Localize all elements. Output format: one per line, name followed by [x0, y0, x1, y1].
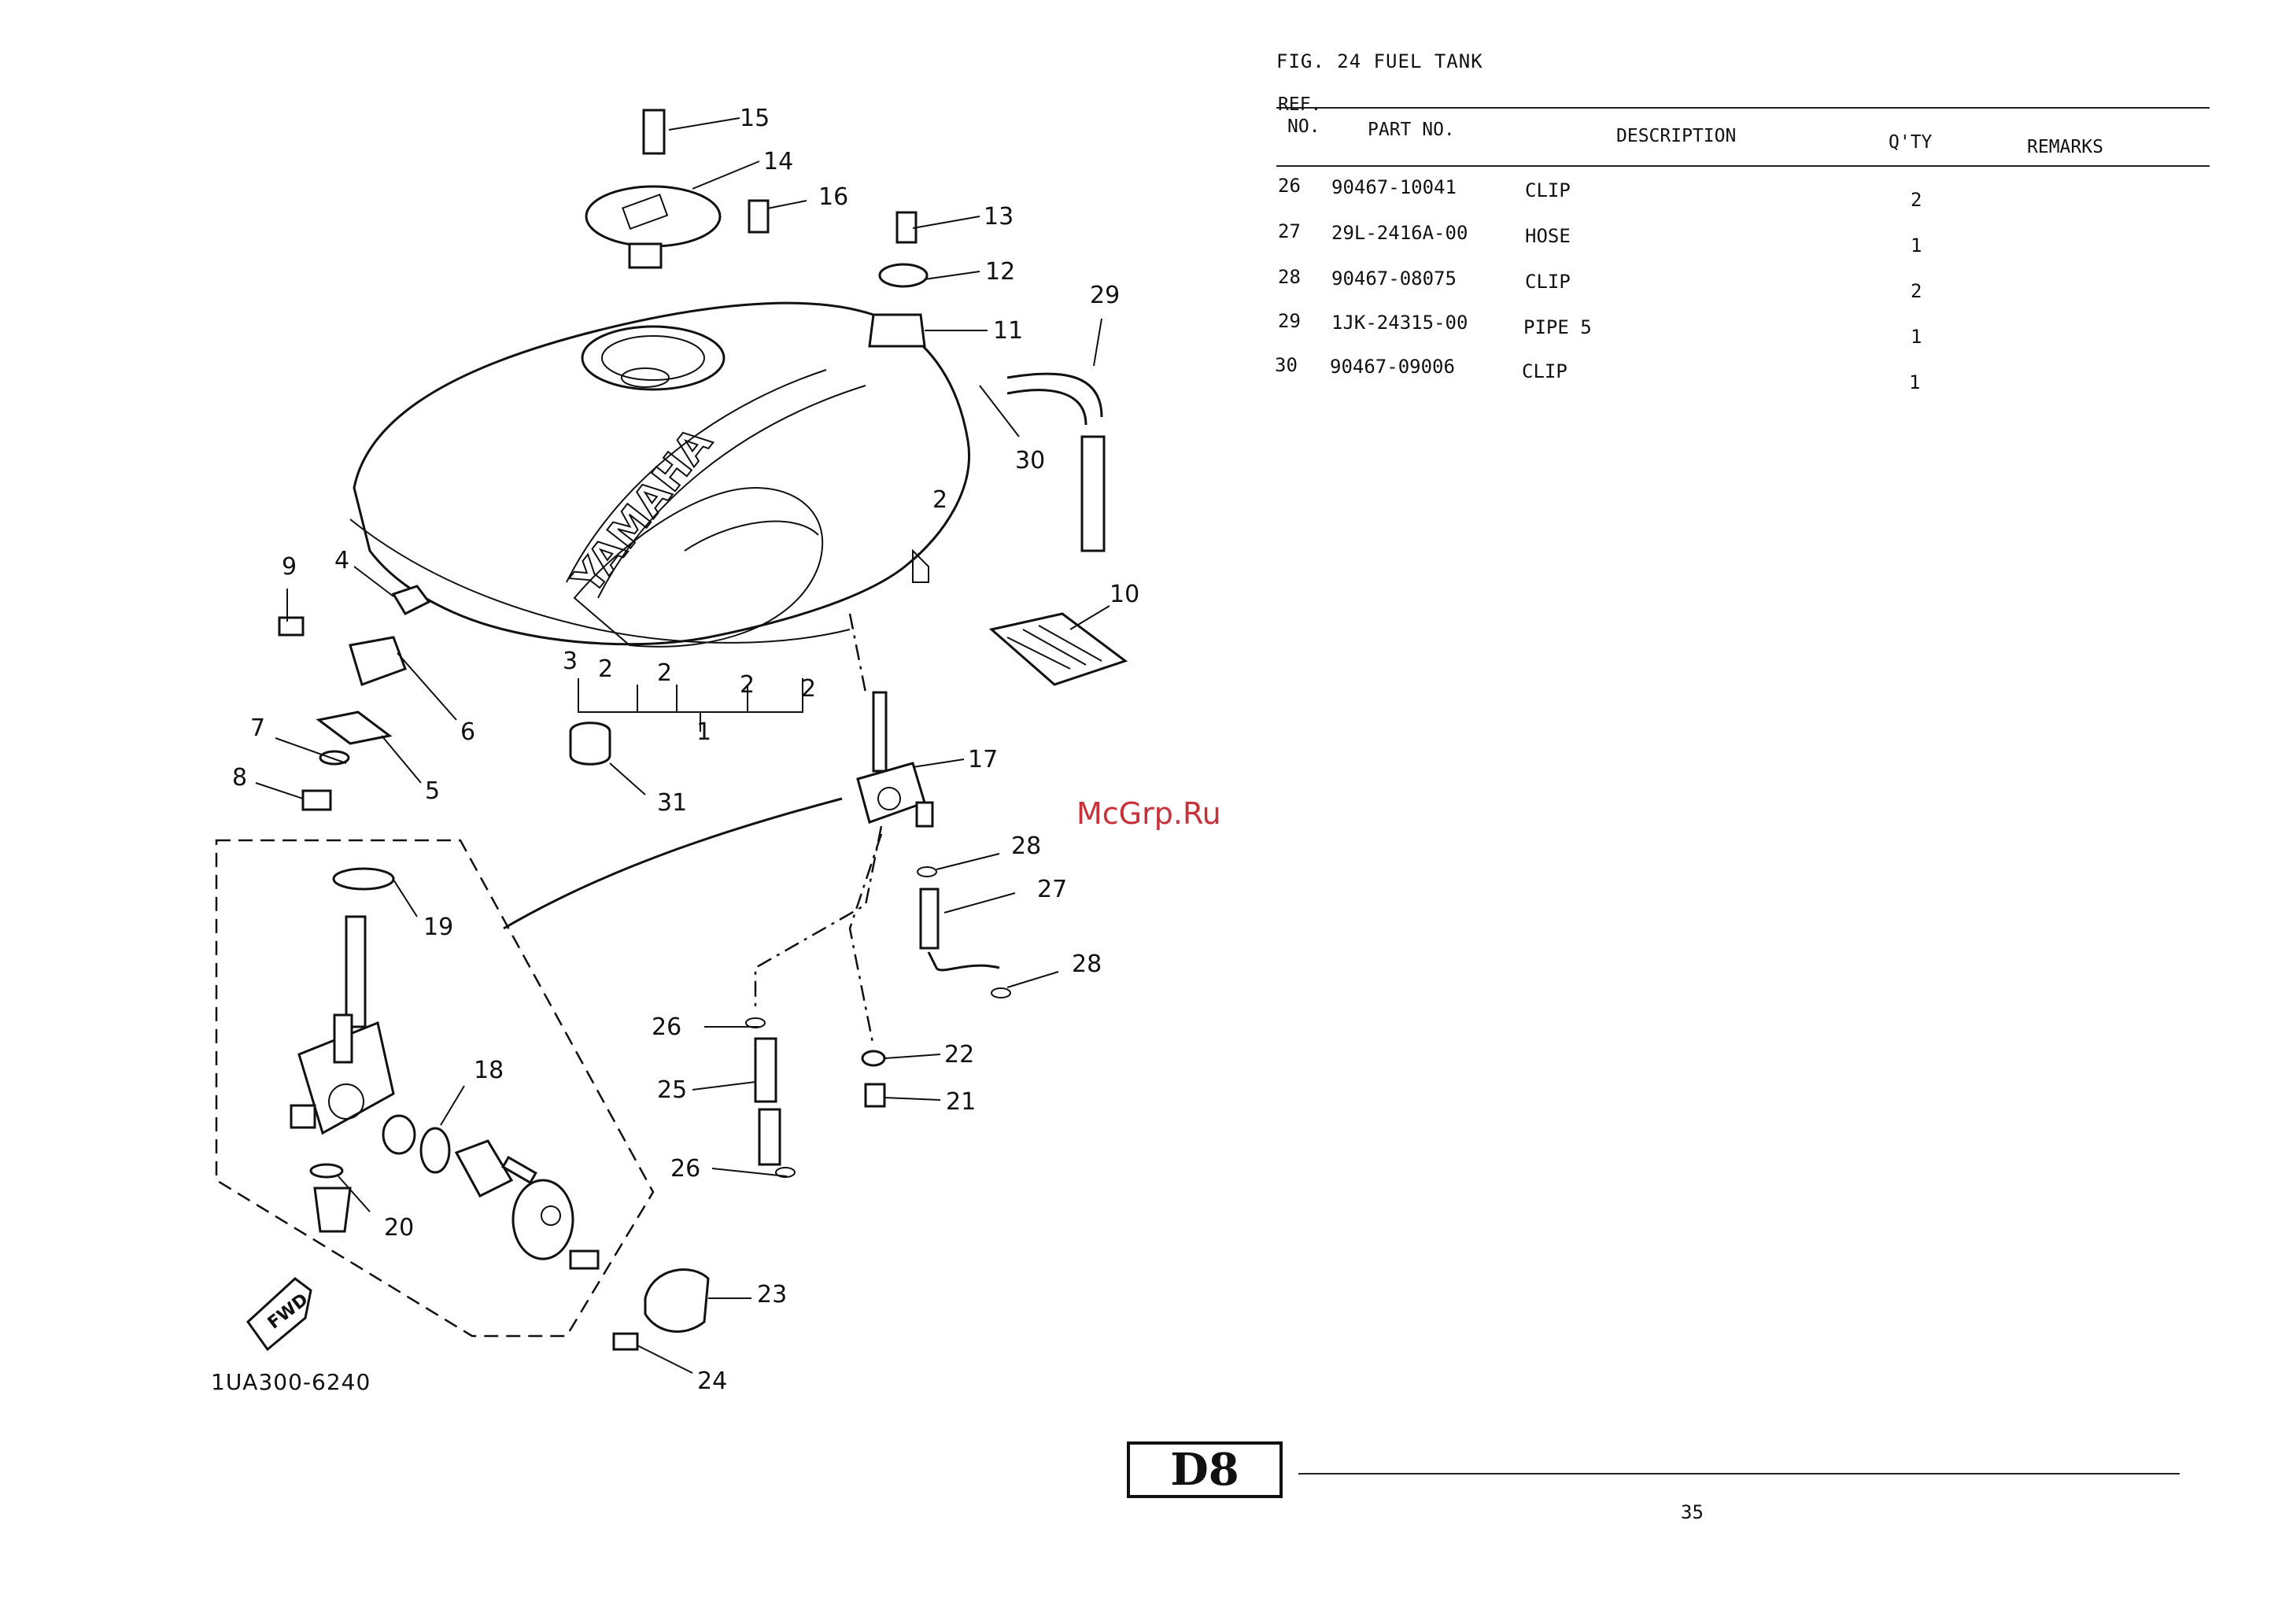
table-top-rule [1276, 107, 2210, 109]
yamaha-logo: YAMAHA [563, 419, 722, 604]
table-header-rule [1276, 165, 2210, 167]
callout-16: 16 [818, 183, 848, 211]
callout-28a: 28 [1011, 832, 1041, 860]
header-remarks: REMARKS [2027, 137, 2103, 157]
lever-knob-23 [612, 1268, 710, 1351]
callout-23: 23 [757, 1281, 787, 1308]
callout-3: 3 [563, 648, 578, 675]
callout-9: 9 [282, 553, 297, 581]
footer-rule [1298, 1473, 2180, 1475]
page-number: 35 [1681, 1501, 1704, 1523]
section-tab: D8 [1127, 1441, 1283, 1498]
callout-6: 6 [460, 718, 475, 746]
callout-13: 13 [984, 203, 1014, 231]
callout-27: 27 [1037, 876, 1067, 903]
callout-24: 24 [697, 1367, 727, 1395]
callout-10: 10 [1110, 581, 1139, 608]
callout-26b: 26 [670, 1155, 700, 1183]
callout-11: 11 [993, 317, 1023, 345]
header-part-no: PART NO. [1368, 120, 1455, 140]
header-description: DESCRIPTION [1616, 126, 1737, 146]
callout-4: 4 [334, 547, 349, 574]
watermark: McGrp.Ru [1076, 796, 1221, 831]
callout-2b: 2 [657, 659, 672, 687]
fuel-tank-exploded-diagram: YAMAHA [215, 105, 1139, 1395]
callout-15: 15 [740, 105, 770, 132]
callout-21: 21 [946, 1088, 976, 1116]
figure-title: FIG. 24 FUEL TANK [1276, 50, 1483, 72]
svg-text:YAMAHA: YAMAHA [563, 419, 722, 603]
callout-20: 20 [384, 1214, 414, 1242]
callout-7: 7 [250, 714, 265, 742]
mount-brackets [278, 585, 611, 811]
callout-19: 19 [423, 914, 453, 941]
callout-2a: 2 [598, 655, 613, 683]
diagram-code: 1UA300-6240 [211, 1369, 371, 1395]
callout-8: 8 [232, 764, 247, 792]
header-ref-line1: REF. [1278, 94, 1322, 115]
fwd-arrow: FWD [246, 1277, 312, 1352]
callout-25: 25 [657, 1076, 687, 1104]
callout-2e: 2 [932, 486, 947, 514]
fuel-cock-17 [503, 613, 1011, 1178]
header-qty: Q'TY [1889, 132, 1933, 153]
callout-14: 14 [763, 148, 793, 175]
callout-31: 31 [657, 789, 687, 817]
callout-28b: 28 [1072, 950, 1102, 978]
callout-1: 1 [696, 718, 711, 746]
callout-labels: 1 2 2 2 2 2 3 4 5 6 7 8 9 10 11 12 13 14… [232, 105, 1139, 1395]
callout-17: 17 [968, 746, 998, 773]
pipe-29 [1006, 372, 1106, 552]
fuel-cock-detail-box [215, 839, 655, 1338]
damper-10 [988, 612, 1128, 686]
callout-26a: 26 [652, 1013, 681, 1041]
callout-29: 29 [1090, 282, 1120, 309]
header-ref-line2: NO. [1287, 116, 1320, 137]
callout-leaders [255, 117, 1110, 1374]
filler-cap-assembly [585, 109, 929, 348]
callout-30: 30 [1015, 447, 1045, 474]
callout-2c: 2 [740, 671, 755, 699]
callout-12: 12 [985, 258, 1015, 286]
callout-2d: 2 [801, 675, 816, 703]
fuel-tank-body: YAMAHA [349, 301, 970, 648]
callout-18: 18 [474, 1057, 504, 1084]
callout-5: 5 [425, 777, 440, 805]
callout-22: 22 [944, 1041, 974, 1069]
